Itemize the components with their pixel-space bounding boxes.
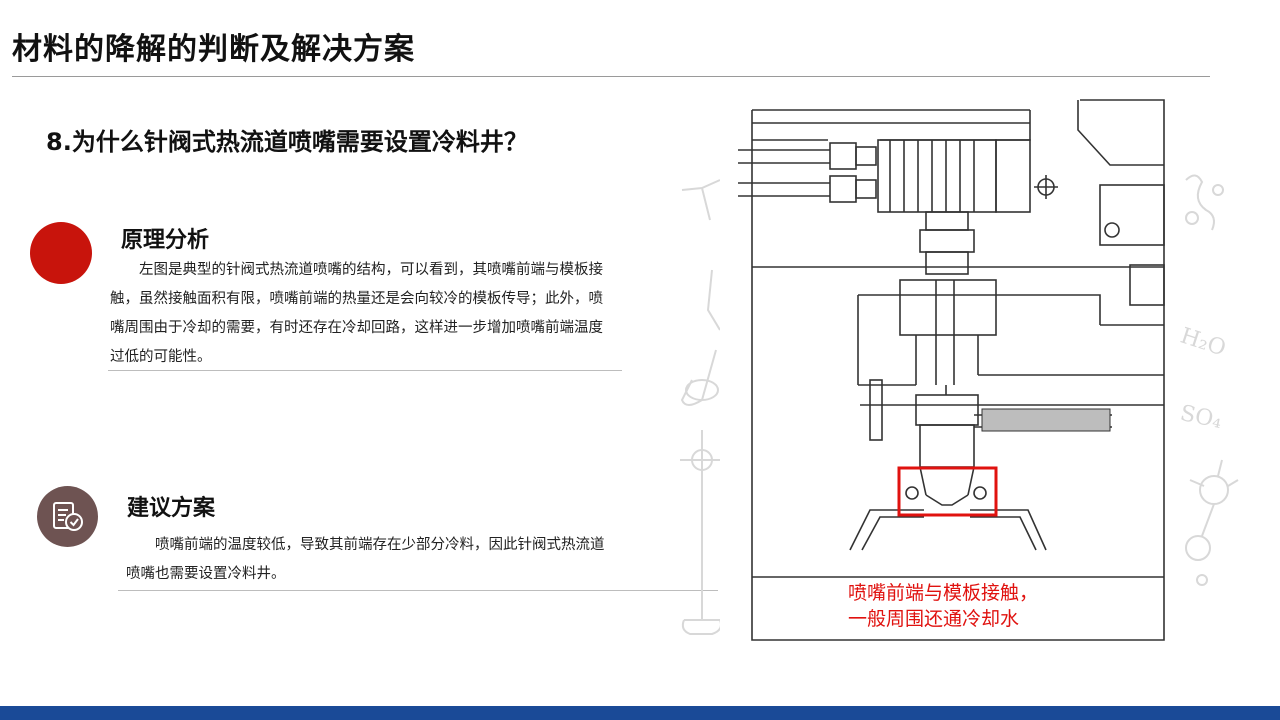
nozzle-tip-highlight bbox=[897, 466, 998, 517]
title-divider bbox=[12, 76, 1210, 77]
footer-bar bbox=[0, 706, 1280, 720]
slide-title: 材料的降解的判断及解决方案 bbox=[12, 32, 415, 67]
suggestion-text: 喷嘴前端的温度较低，导致其前端存在少部分冷料，因此针阀式热流道喷嘴也需要设置冷料… bbox=[126, 537, 605, 582]
checklist-icon bbox=[53, 502, 83, 531]
lab-equipment-decoration bbox=[680, 179, 724, 635]
molecule-decoration bbox=[1185, 174, 1239, 586]
hot-runner-nozzle-drawing bbox=[720, 95, 1170, 645]
principle-marker-dot bbox=[30, 222, 92, 284]
figure-caption: 喷嘴前端与模板接触， 一般周围还通冷却水 bbox=[848, 580, 1038, 632]
suggestion-icon-badge bbox=[37, 486, 98, 547]
principle-text: 左图是典型的针阀式热流道喷嘴的结构，可以看到，其喷嘴前端与模板接触，虽然接触面积… bbox=[110, 262, 603, 365]
figure-caption-line-1: 喷嘴前端与模板接触， bbox=[848, 582, 1039, 604]
suggestion-divider bbox=[118, 590, 718, 591]
suggestion-heading: 建议方案 bbox=[127, 496, 216, 521]
principle-divider bbox=[108, 370, 622, 371]
principle-heading: 原理分析 bbox=[121, 228, 210, 253]
question-heading: 8.为什么针阀式热流道喷嘴需要设置冷料井？ bbox=[46, 128, 528, 156]
figure-caption-line-2: 一般周围还通冷却水 bbox=[848, 608, 1020, 630]
